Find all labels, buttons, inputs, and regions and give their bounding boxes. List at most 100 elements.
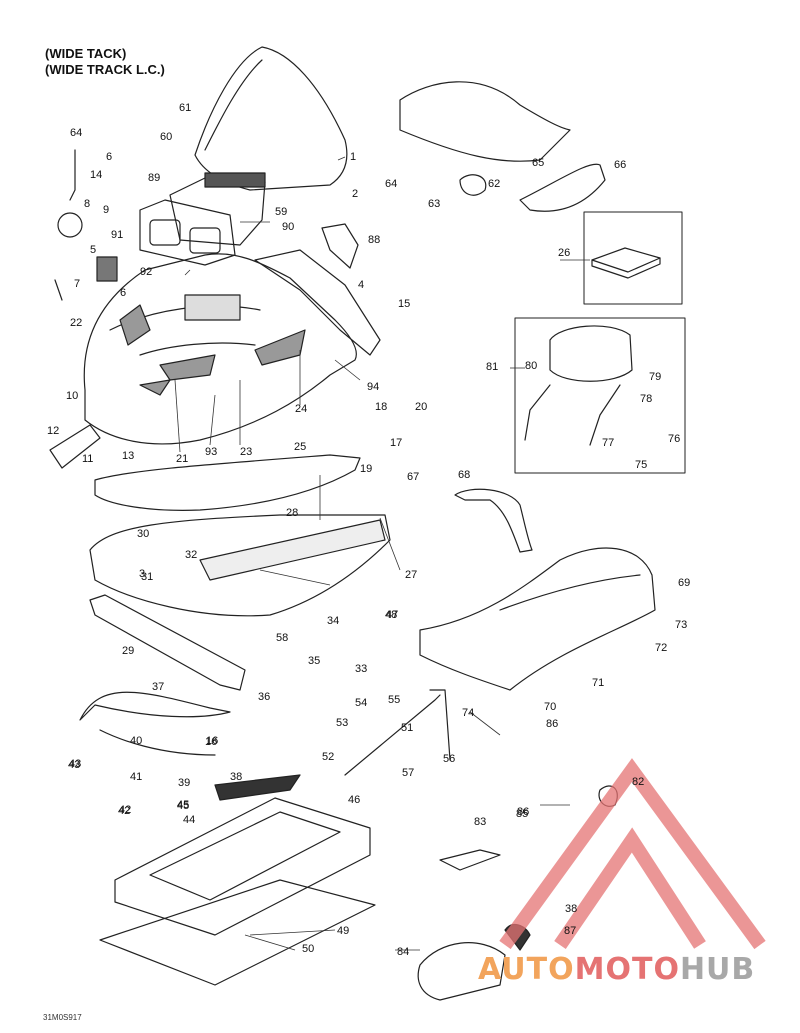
handle-84 xyxy=(417,942,506,1001)
callout-54: 54 xyxy=(355,697,367,709)
callout-88: 88 xyxy=(368,234,380,246)
callout-21: 21 xyxy=(176,453,188,465)
callout-62: 62 xyxy=(488,178,500,190)
callout-38b: 38 xyxy=(565,903,577,915)
callout-69: 69 xyxy=(678,577,690,589)
model-title-line2: (WIDE TRACK L.C.) xyxy=(45,62,165,77)
callout-29: 29 xyxy=(122,645,134,657)
bottom-pan xyxy=(89,514,391,617)
callout-57: 57 xyxy=(402,767,414,779)
backrest-frame xyxy=(524,384,621,446)
tunnel-cover xyxy=(399,81,571,162)
rear-bumper xyxy=(89,594,246,691)
callout-77: 77 xyxy=(602,437,614,449)
callout-6: 6 xyxy=(120,287,126,299)
callout-13: 13 xyxy=(122,450,134,462)
callout-15: 15 xyxy=(398,298,410,310)
callout-49: 49 xyxy=(337,925,349,937)
callout-63: 63 xyxy=(428,198,440,210)
seat xyxy=(419,547,656,691)
gauge-housing xyxy=(139,199,236,266)
watermark-text: AUTOMOTOHUB xyxy=(478,952,755,987)
callout-60: 60 xyxy=(160,131,172,143)
callout-94: 94 xyxy=(367,381,379,393)
callout-25: 25 xyxy=(294,441,306,453)
watermark-part1: AUTO xyxy=(478,952,575,987)
callout-16b: 16 xyxy=(206,735,218,747)
callout-58: 58 xyxy=(276,632,288,644)
callout-92: 92 xyxy=(140,266,152,278)
callout-65: 65 xyxy=(532,157,544,169)
callout-51: 51 xyxy=(401,722,413,734)
callout-40: 40 xyxy=(130,735,142,747)
callout-27: 27 xyxy=(405,569,417,581)
callout-42: 42 xyxy=(118,805,130,817)
bracket-88 xyxy=(321,223,359,269)
callout-93: 93 xyxy=(205,446,217,458)
callout-81: 81 xyxy=(486,361,498,373)
callout-5: 5 xyxy=(90,244,96,256)
callout-43: 43 xyxy=(68,759,80,771)
callout-37: 37 xyxy=(152,681,164,693)
callout-52: 52 xyxy=(322,751,334,763)
callout-53: 53 xyxy=(336,717,348,729)
callout-71: 71 xyxy=(592,677,604,689)
callout-28: 28 xyxy=(286,507,298,519)
cable-56 xyxy=(344,694,441,776)
callout-56: 56 xyxy=(443,753,455,765)
callout-34: 34 xyxy=(327,615,339,627)
watermark-part2: MOTO xyxy=(574,952,680,987)
model-title-line1: (WIDE TACK) xyxy=(45,46,127,61)
callout-9: 9 xyxy=(103,204,109,216)
callout-82: 82 xyxy=(632,776,644,788)
watermark-part3: HUB xyxy=(679,952,756,987)
callout-84: 84 xyxy=(397,946,409,958)
tray-liner xyxy=(99,879,376,986)
callout-32: 32 xyxy=(185,549,197,561)
callout-31: 31 xyxy=(141,571,153,583)
vent-grille xyxy=(204,172,266,188)
callout-20: 20 xyxy=(415,401,427,413)
callout-70: 70 xyxy=(544,701,556,713)
callout-64b: 64 xyxy=(70,127,82,139)
drawing-code: 31M0S917 xyxy=(43,1013,82,1022)
callout-79: 79 xyxy=(649,371,661,383)
callout-90: 90 xyxy=(282,221,294,233)
callout-45: 45 xyxy=(177,800,189,812)
callout-24: 24 xyxy=(295,403,307,415)
callout-17: 17 xyxy=(390,437,402,449)
callout-86b: 86 xyxy=(517,806,529,818)
callout-18: 18 xyxy=(375,401,387,413)
callout-23: 23 xyxy=(240,446,252,458)
callout-50: 50 xyxy=(302,943,314,955)
callout-22: 22 xyxy=(70,317,82,329)
callout-47: 47 xyxy=(386,609,398,621)
callout-78: 78 xyxy=(640,393,652,405)
callout-41: 41 xyxy=(130,771,142,783)
callout-4: 4 xyxy=(358,279,364,291)
callout-67: 67 xyxy=(407,471,419,483)
callout-74: 74 xyxy=(462,707,474,719)
callout-87: 87 xyxy=(564,925,576,937)
callout-36: 36 xyxy=(258,691,270,703)
callout-26: 26 xyxy=(558,247,570,259)
callout-59: 59 xyxy=(275,206,287,218)
callout-43b: 43 xyxy=(69,758,81,770)
rear-grab-handle xyxy=(454,488,533,553)
callout-6b: 6 xyxy=(106,151,112,163)
callout-2: 2 xyxy=(352,188,358,200)
backrest xyxy=(549,325,633,382)
callout-68: 68 xyxy=(458,469,470,481)
callout-64: 64 xyxy=(385,178,397,190)
callout-91: 91 xyxy=(111,229,123,241)
callout-89: 89 xyxy=(148,172,160,184)
callout-80: 80 xyxy=(525,360,537,372)
callout-44: 44 xyxy=(183,814,195,826)
callout-46: 46 xyxy=(348,794,360,806)
belly-pan xyxy=(94,454,361,511)
callout-19: 19 xyxy=(360,463,372,475)
callout-75: 75 xyxy=(635,459,647,471)
callout-42b: 42 xyxy=(119,804,131,816)
